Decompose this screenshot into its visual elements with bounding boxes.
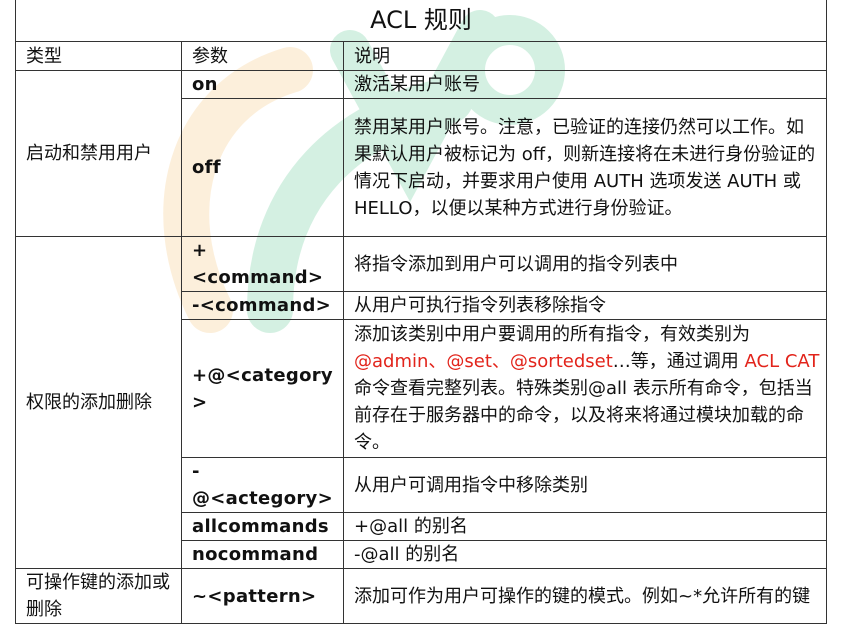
param-cell: allcommands	[181, 512, 344, 541]
table-row: -<command> 从用户可执行指令列表移除指令	[16, 291, 828, 320]
desc-cell: 禁用某用户账号。注意，已验证的连接仍然可以工作。如果默认用户被标记为 off，则…	[342, 98, 828, 237]
desc-cell: +@all 的别名	[342, 512, 828, 541]
desc-cell: -@all 的别名	[342, 540, 828, 569]
param-cell: +@<category>	[181, 319, 344, 458]
desc-text: 添加该类别中用户要调用的所有指令，有效类别为	[354, 324, 750, 345]
param-cell: -@<actegory>	[181, 457, 344, 513]
table-row: +@<category> 添加该类别中用户要调用的所有指令，有效类别为 @admi…	[16, 319, 828, 458]
desc-cell: 从用户可调用指令中移除类别	[342, 457, 828, 513]
param-cell: off	[181, 98, 344, 237]
header-desc: 说明	[342, 41, 828, 71]
category-cell: 权限的添加删除	[15, 236, 182, 569]
desc-cell: 从用户可执行指令列表移除指令	[342, 291, 828, 320]
table-row: -@<actegory> 从用户可调用指令中移除类别	[16, 457, 828, 513]
category-cell: 启动和禁用用户	[15, 70, 182, 237]
desc-red-acl-cat: ACL CAT	[744, 351, 820, 372]
header-param: 参数	[181, 41, 344, 71]
desc-cell: 激活某用户账号	[342, 70, 828, 99]
table-row: nocommand -@all 的别名	[16, 540, 828, 569]
table-row: 启动和禁用用户 on 激活某用户账号	[15, 70, 828, 237]
param-cell: -<command>	[181, 291, 344, 320]
desc-text: …等，通过调用	[612, 351, 739, 372]
table-title: ACL 规则	[14, 0, 828, 42]
param-cell: ~<pattern>	[181, 568, 344, 624]
category-cell: 可操作键的添加或删除	[15, 568, 182, 624]
desc-red-categories: @admin、@set、@sortedset	[354, 351, 613, 372]
desc-cell: 添加可作为用户可操作的键的模式。例如~*允许所有的键	[342, 568, 828, 624]
desc-text: 命令查看完整列表。特殊类别@all 表示所有命令，包括当前存在于服务器中的命令，…	[354, 378, 813, 453]
header-type: 类型	[15, 41, 182, 71]
desc-cell: 将指令添加到用户可以调用的指令列表中	[342, 236, 828, 292]
acl-rules-table: ACL 规则 类型 参数 说明 启动和禁用用户 on 激活某用户账号 off 禁…	[14, 0, 828, 624]
table-row: 权限的添加删除 +<command> 将指令添加到用户可以调用的指令列表中	[15, 236, 828, 569]
table-row: 可操作键的添加或删除 ~<pattern> 添加可作为用户可操作的键的模式。例如…	[15, 568, 828, 624]
param-cell: on	[181, 70, 344, 99]
param-cell: +<command>	[181, 236, 344, 292]
param-cell: nocommand	[181, 540, 344, 569]
desc-cell: 添加该类别中用户要调用的所有指令，有效类别为 @admin、@set、@sorte…	[342, 319, 828, 458]
